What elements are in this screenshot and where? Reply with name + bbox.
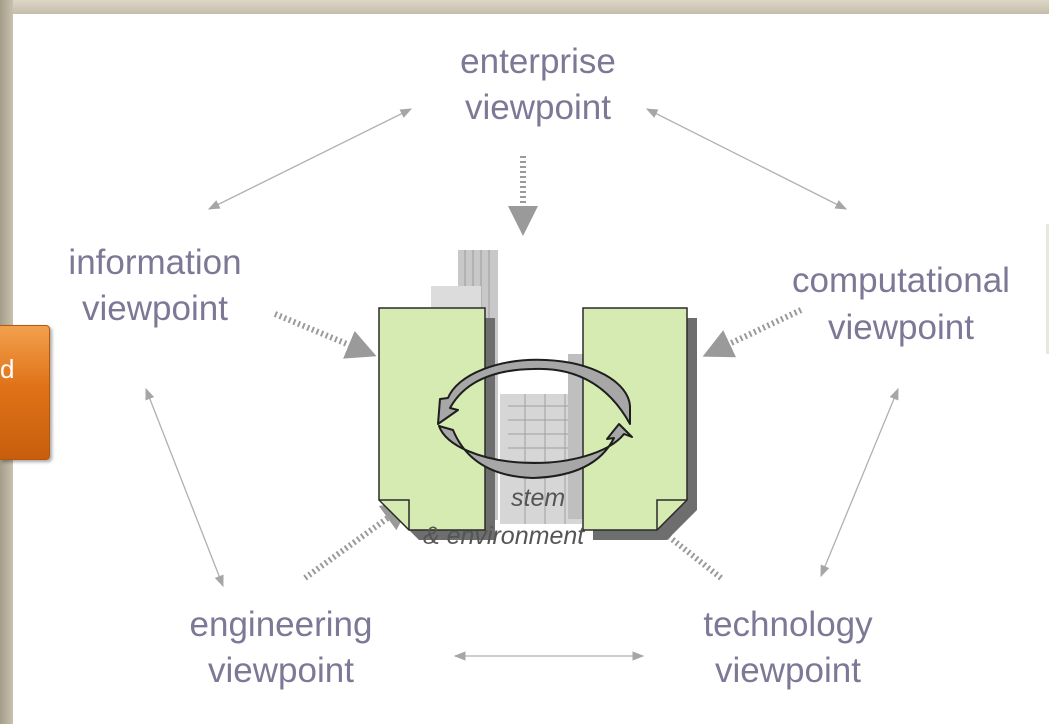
slide-canvas: stem & environment enterprise viewpoint …: [13, 14, 1049, 724]
window-top-frame: [0, 0, 1049, 14]
enterprise-viewpoint-label-line1: enterprise: [460, 42, 616, 81]
dotted-arrow-information: [273, 311, 377, 359]
dotted-arrow-engineering: [303, 500, 412, 581]
center-label-line1: stem: [511, 484, 565, 512]
information-viewpoint-label-line2: viewpoint: [82, 289, 228, 328]
technology-viewpoint-label-line2: viewpoint: [715, 651, 861, 690]
arrow-information-engineering: [145, 387, 224, 588]
arrow-computational-technology: [820, 387, 899, 578]
technology-viewpoint-label-line1: technology: [703, 605, 873, 644]
enterprise-viewpoint-label-line2: viewpoint: [465, 88, 611, 127]
center-label-line2: & environment: [423, 522, 585, 550]
computational-viewpoint-label-line1: computational: [792, 261, 1010, 300]
side-tab-label: d: [0, 354, 15, 384]
viewpoint-diagram: stem & environment enterprise viewpoint …: [68, 42, 1010, 690]
dotted-arrow-computational: [702, 307, 803, 358]
engineering-viewpoint-label-line2: viewpoint: [208, 651, 354, 690]
information-viewpoint-label-line1: information: [68, 243, 241, 282]
engineering-viewpoint-label-line1: engineering: [190, 605, 373, 644]
relation-arrows: [145, 108, 899, 661]
cycle-arrows-icon: [437, 358, 633, 479]
dotted-arrow-technology: [661, 529, 723, 581]
arrow-enterprise-computational: [645, 108, 848, 210]
document-icon-right: [582, 307, 697, 540]
projection-arrows: [273, 156, 803, 581]
side-tab-button[interactable]: d: [0, 325, 50, 460]
computational-viewpoint-label-line2: viewpoint: [828, 308, 974, 347]
right-edge-fragment: [1046, 224, 1049, 354]
arrow-enterprise-information: [207, 108, 413, 210]
